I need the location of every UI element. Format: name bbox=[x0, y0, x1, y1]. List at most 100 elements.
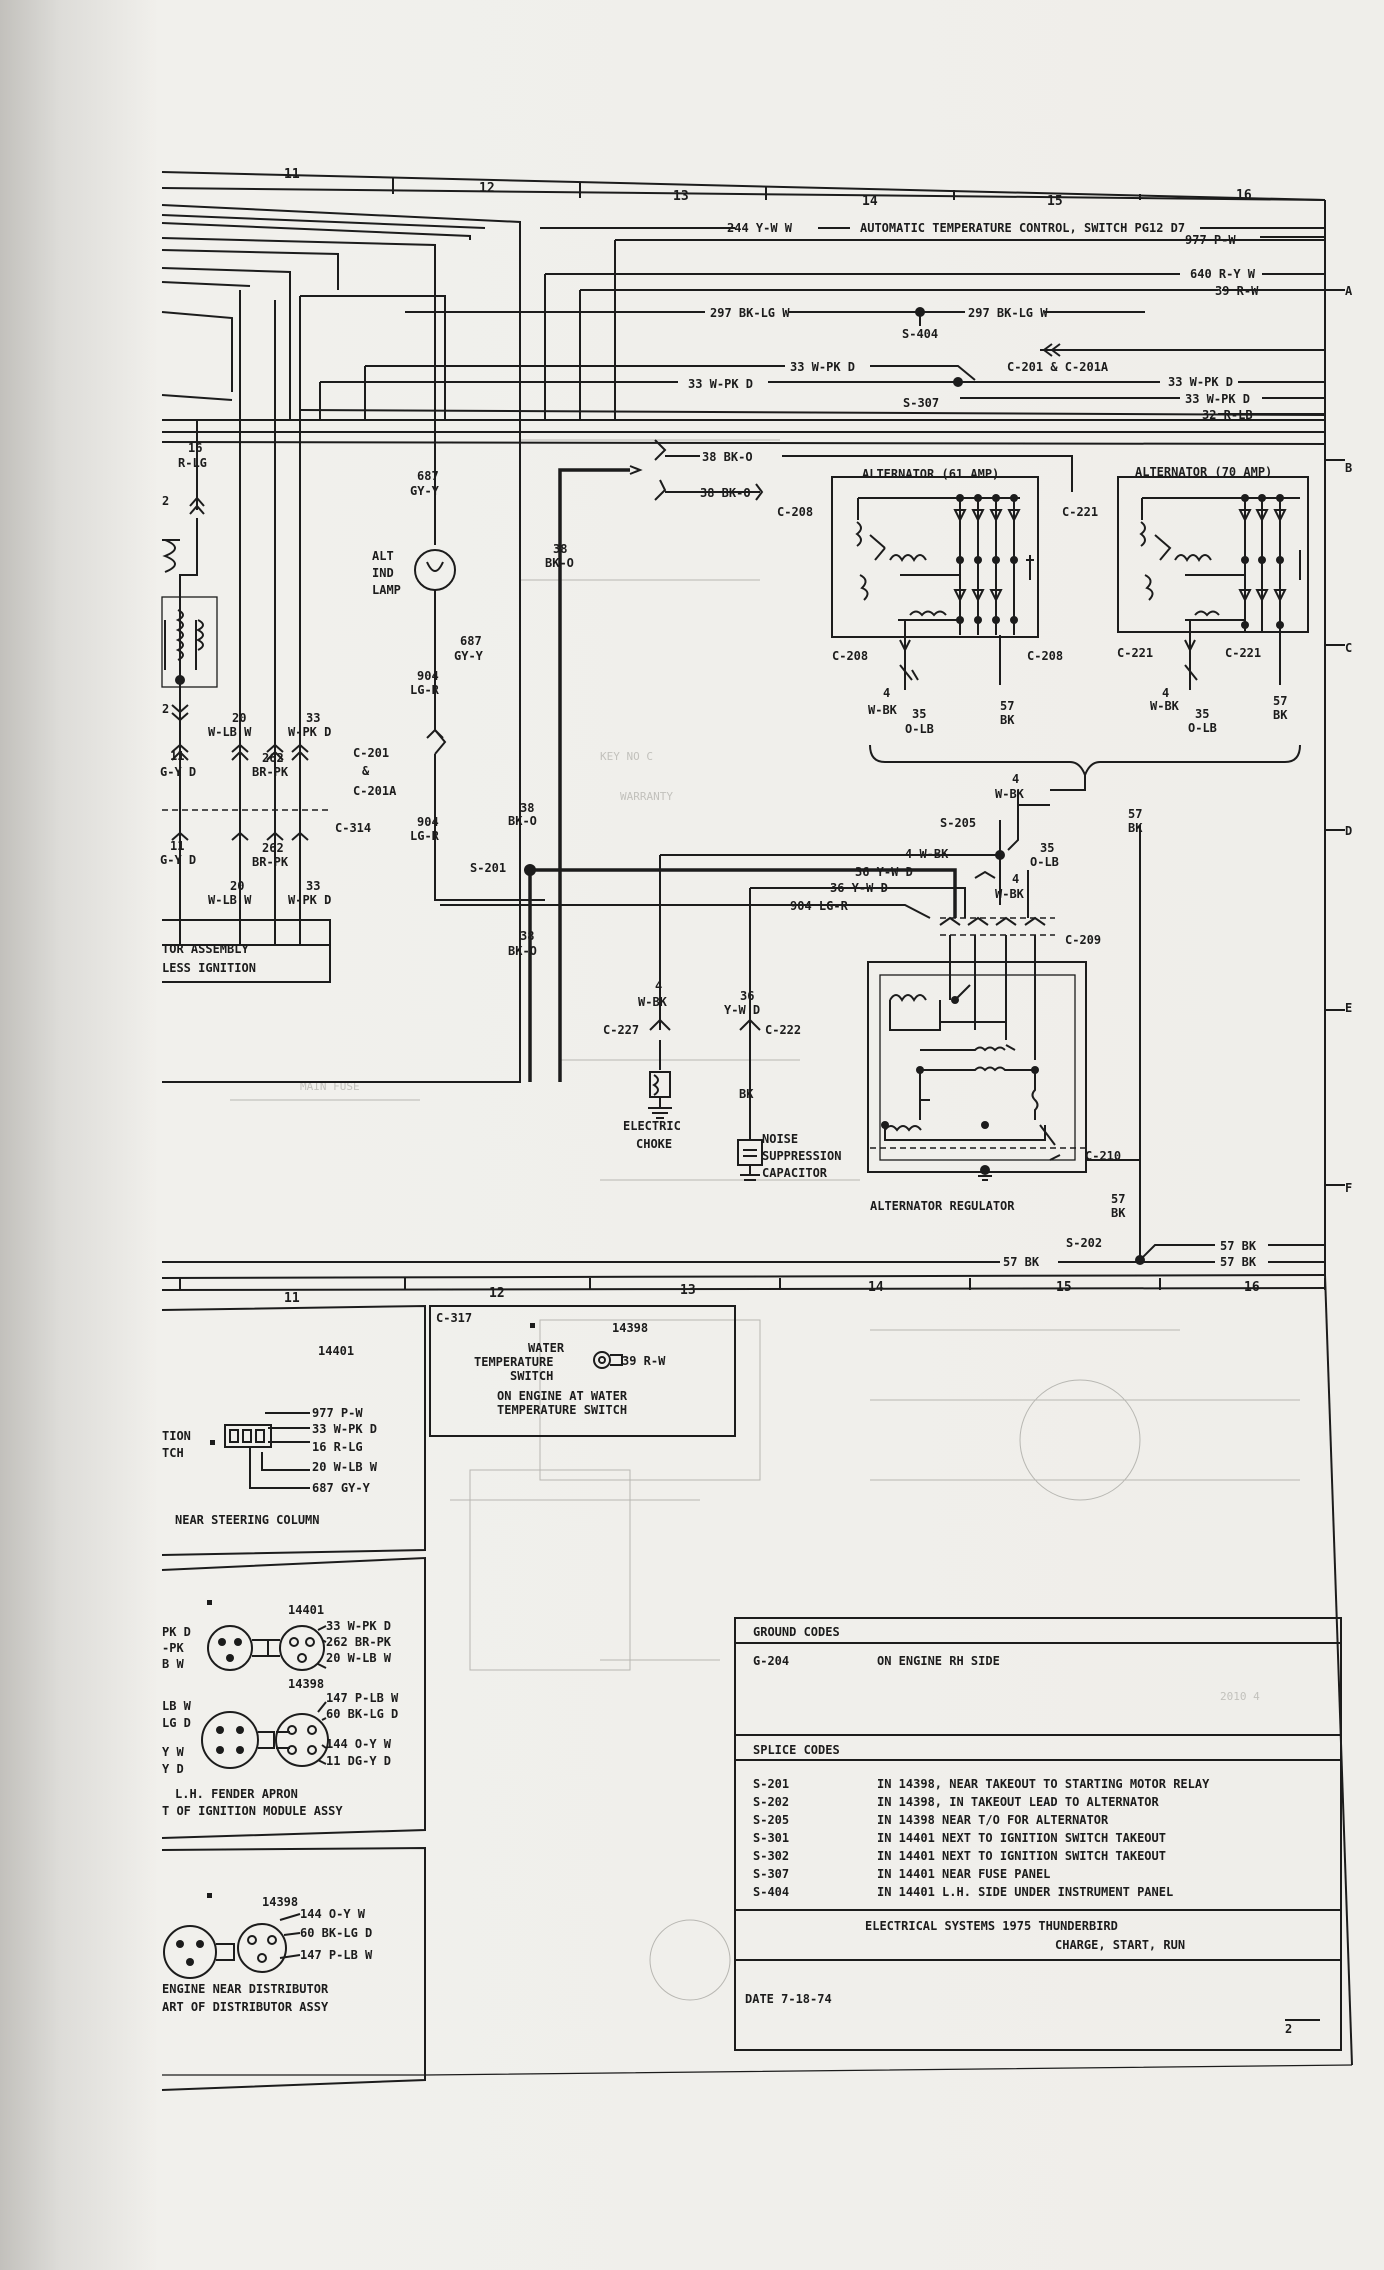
col-12-bot: 12 bbox=[489, 1286, 505, 1301]
row-f: F bbox=[1345, 1181, 1352, 1195]
wire-4-c-color: W-BK bbox=[995, 787, 1025, 801]
dist-wire-1: 60 BK-LG D bbox=[300, 1926, 372, 1940]
wire-11-b-color: G-Y D bbox=[160, 853, 196, 867]
connector-c221-top: C-221 bbox=[1062, 505, 1098, 519]
splice-desc-2: IN 14398 NEAR T/O FOR ALTERNATOR bbox=[877, 1813, 1109, 1827]
ign-wire-2: 33 W-PK D bbox=[312, 1422, 377, 1436]
fender-wire-1-0: 33 W-PK D bbox=[326, 1619, 391, 1633]
wire-4-c: 4 bbox=[1012, 772, 1019, 786]
date-label: DATE 7-18-74 bbox=[745, 1992, 832, 2006]
ign-wire-4: 20 W-LB W bbox=[312, 1460, 378, 1474]
ign-wire-3: 16 R-LG bbox=[312, 1440, 363, 1454]
choke-label-1: ELECTRIC bbox=[623, 1119, 681, 1133]
wire-36-line: 36 Y-W D bbox=[855, 865, 913, 879]
c317-l2: TEMPERATURE bbox=[474, 1355, 553, 1369]
wire-244: 244 Y-W W bbox=[727, 221, 793, 235]
wire-57-a-color: BK bbox=[1000, 713, 1015, 727]
fender-left-1-1: -PK bbox=[162, 1641, 184, 1655]
alt-lamp-circuit bbox=[414, 420, 545, 901]
fender-wire-1-2: 20 W-LB W bbox=[326, 1651, 392, 1665]
col-14-top: 14 bbox=[862, 194, 878, 209]
connector-c221-b: C-221 bbox=[1225, 646, 1261, 660]
wire-35-c: 35 bbox=[1040, 841, 1054, 855]
c201-label-3: C-201A bbox=[353, 784, 397, 798]
dist-bullet-icon bbox=[207, 1893, 212, 1898]
ign-wire-1: 977 P-W bbox=[312, 1406, 363, 1420]
ground-57 bbox=[162, 1244, 1325, 1265]
wire-36-line2: 36 Y-W D bbox=[830, 881, 888, 895]
ground-code-0: G-204 bbox=[753, 1654, 789, 1668]
wire-4-b: 4 bbox=[1162, 686, 1169, 700]
wire-4-d: 4 bbox=[1012, 872, 1019, 886]
alt-lamp-label-1: ALT bbox=[372, 549, 394, 563]
wire-977: 977 P-W bbox=[1185, 233, 1236, 247]
wire-262-a: 262 bbox=[262, 751, 284, 765]
col-13-bot: 13 bbox=[680, 1283, 696, 1298]
c317-l1: WATER bbox=[528, 1341, 565, 1355]
choke-label-2: CHOKE bbox=[636, 1137, 672, 1151]
splice-desc-3: IN 14401 NEXT TO IGNITION SWITCH TAKEOUT bbox=[877, 1831, 1166, 1845]
wire-687-b-color: GY-Y bbox=[454, 649, 484, 663]
col-16-bot: 16 bbox=[1244, 1280, 1260, 1295]
wire-57-b: 57 bbox=[1273, 694, 1287, 708]
wire-38-v1: 38 bbox=[553, 542, 567, 556]
ground-desc-0: ON ENGINE RH SIDE bbox=[877, 1654, 1000, 1668]
col-15-top: 15 bbox=[1047, 194, 1063, 209]
row-a: A bbox=[1345, 284, 1353, 298]
wire-904-b: 904 bbox=[417, 815, 439, 829]
wire-640: 640 R-Y W bbox=[1190, 267, 1256, 281]
wire-35-a-color: O-LB bbox=[905, 722, 934, 736]
wire-4-line: 4 W-BK bbox=[905, 847, 949, 861]
left-wires bbox=[161, 290, 331, 983]
wire-35-b-color: O-LB bbox=[1188, 721, 1217, 735]
splice-s202: S-202 bbox=[1066, 1236, 1102, 1250]
row-c: C bbox=[1345, 641, 1352, 655]
choke-capacitor bbox=[648, 995, 763, 1181]
wire-38-v1-color: BK-O bbox=[545, 556, 574, 570]
alternator-70-label: ALTERNATOR (70 AMP) bbox=[1135, 465, 1272, 479]
wire-57-r2: 57 BK bbox=[1220, 1255, 1257, 1269]
connector-c227: C-227 bbox=[603, 1023, 639, 1037]
splice-code-0: S-201 bbox=[753, 1777, 789, 1791]
connector-c209: C-209 bbox=[1065, 933, 1101, 947]
svg-text:WARRANTY: WARRANTY bbox=[620, 790, 673, 803]
fender-wire-2-2: 144 O-Y W bbox=[326, 1737, 392, 1751]
svg-text:KEY NO C: KEY NO C bbox=[600, 750, 653, 763]
wire-33-r2: 33 W-PK D bbox=[1185, 392, 1250, 406]
wire-38-b: 38 BK-O bbox=[700, 486, 751, 500]
wire-38-v3: 38 bbox=[520, 929, 534, 943]
distributor-connector-icon bbox=[163, 1913, 301, 1979]
splice-code-3: S-301 bbox=[753, 1831, 789, 1845]
wire-33-left: 33 W-PK D bbox=[688, 377, 753, 391]
svg-text:MAIN FUSE: MAIN FUSE bbox=[300, 1080, 360, 1093]
noise-label-1: NOISE bbox=[762, 1132, 798, 1146]
splice-desc-6: IN 14401 L.H. SIDE UNDER INSTRUMENT PANE… bbox=[877, 1885, 1173, 1899]
wire-57-c-color: BK bbox=[1128, 821, 1143, 835]
wire-57-b-color: BK bbox=[1273, 708, 1288, 722]
noise-label-2: SUPPRESSION bbox=[762, 1149, 841, 1163]
connector-c210: C-210 bbox=[1085, 1149, 1121, 1163]
title-line-1: ELECTRICAL SYSTEMS 1975 THUNDERBIRD bbox=[865, 1919, 1118, 1933]
col-14-bot: 14 bbox=[868, 1280, 884, 1295]
ign-location: NEAR STEERING COLUMN bbox=[175, 1513, 320, 1527]
wire-38-v3-color: BK-O bbox=[508, 944, 537, 958]
fender-left-2-1: LG D bbox=[162, 1716, 191, 1730]
wire-262-b: 262 bbox=[262, 841, 284, 855]
noise-label-3: CAPACITOR bbox=[762, 1166, 828, 1180]
alternator-61-label: ALTERNATOR (61 AMP) bbox=[862, 467, 999, 481]
wire-4-a-color: W-BK bbox=[868, 703, 898, 717]
fender-connector-2-icon bbox=[201, 1701, 329, 1769]
wire-35-b: 35 bbox=[1195, 707, 1209, 721]
fender-left-1-0: PK D bbox=[162, 1625, 191, 1639]
regulator-label: ALTERNATOR REGULATOR bbox=[870, 1199, 1015, 1213]
dist-wire-0: 144 O-Y W bbox=[300, 1907, 366, 1921]
wire-57-d: 57 bbox=[1111, 1192, 1125, 1206]
wire-20-a: 20 bbox=[232, 711, 246, 725]
c317-part: 14398 bbox=[612, 1321, 648, 1335]
wire-4-d-color: W-BK bbox=[995, 887, 1025, 901]
ign-label-2: TCH bbox=[162, 1446, 184, 1460]
svg-text:2010 4: 2010 4 bbox=[1220, 1690, 1260, 1703]
wire-57-a: 57 bbox=[1000, 699, 1014, 713]
splice-s404: S-404 bbox=[902, 327, 938, 341]
